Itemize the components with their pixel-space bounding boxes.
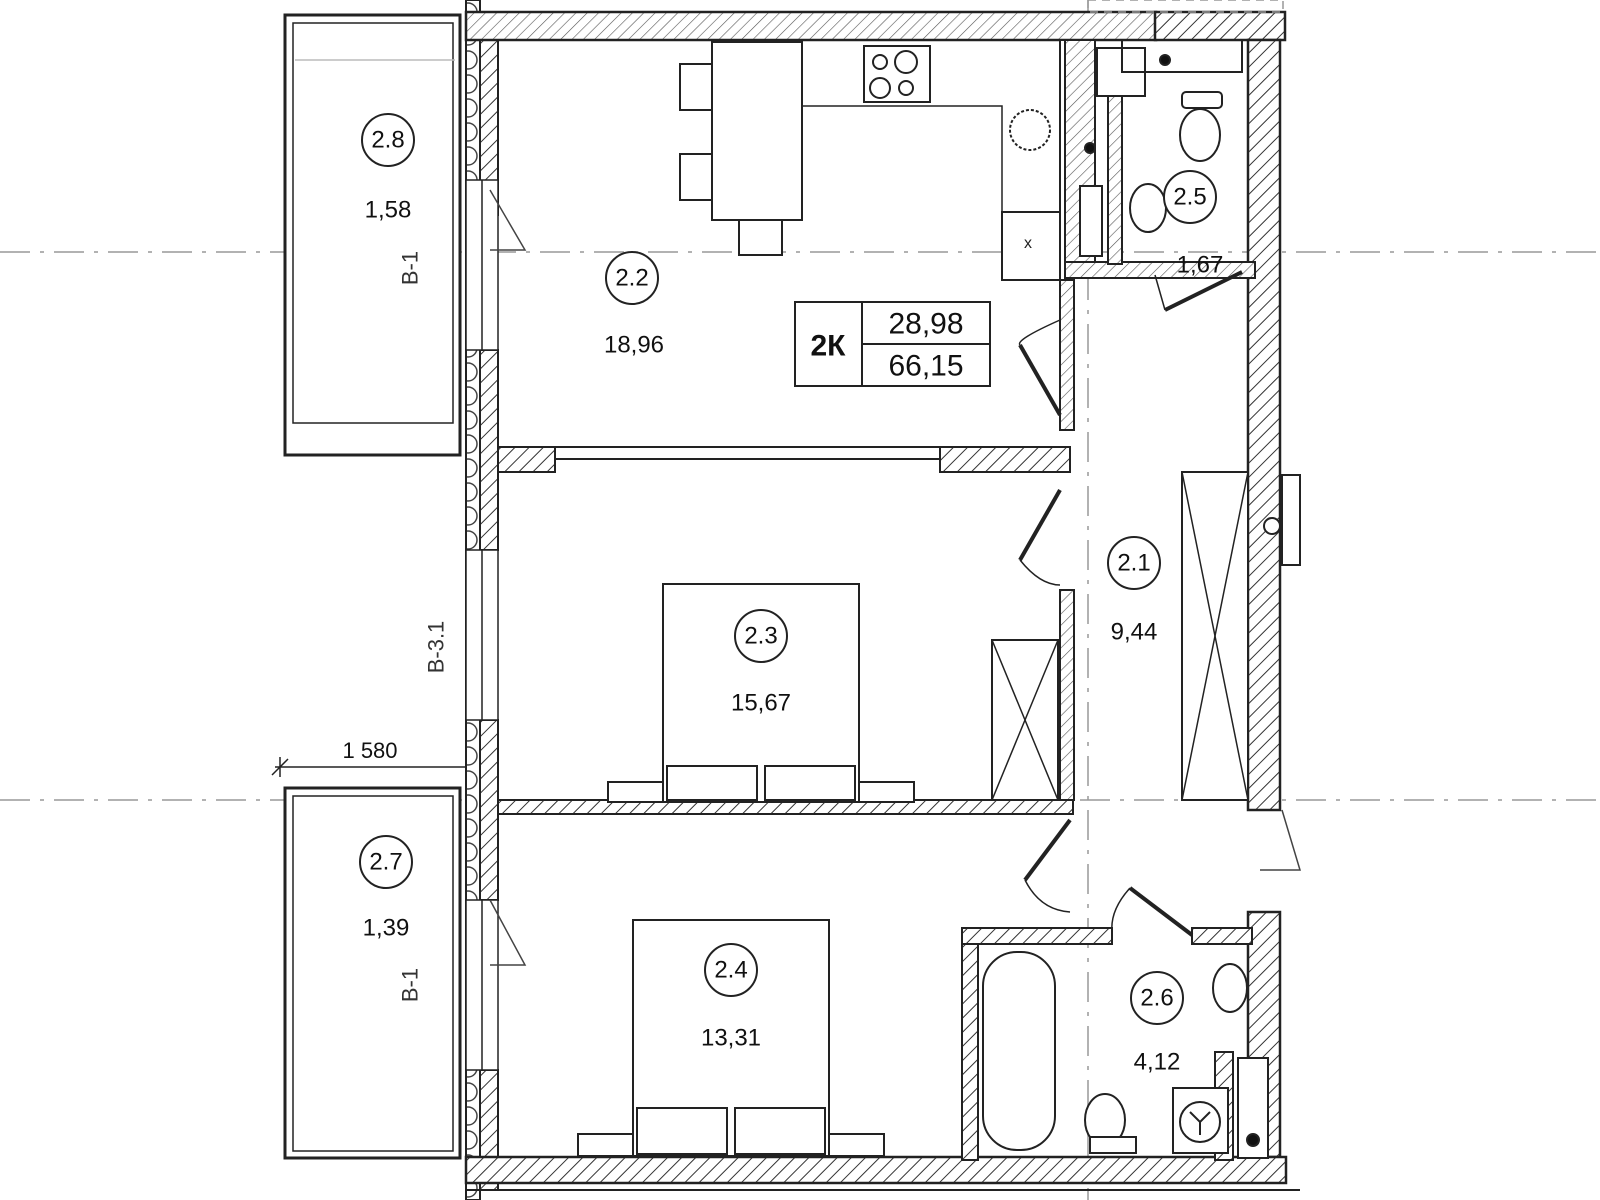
svg-text:2.7: 2.7 <box>369 849 402 876</box>
dining-table <box>711 41 803 221</box>
doors <box>1018 270 1243 937</box>
dimension-line: 1 580 <box>271 738 465 777</box>
svg-text:2.8: 2.8 <box>371 127 404 154</box>
svg-text:2.4: 2.4 <box>714 957 747 984</box>
svg-text:x: x <box>1024 235 1032 252</box>
balcony-2-8 <box>283 13 462 457</box>
svg-text:13,31: 13,31 <box>701 1025 761 1052</box>
svg-text:18,96: 18,96 <box>604 332 664 359</box>
total-area: 66,15 <box>888 350 963 383</box>
room-label-2-5: 2.5 1,67 <box>1163 170 1224 279</box>
wc-fixtures <box>1079 39 1243 257</box>
fridge <box>1001 211 1061 281</box>
living-area: 28,98 <box>888 308 963 341</box>
bathroom-fixtures <box>982 951 1269 1159</box>
svg-text:1,39: 1,39 <box>363 915 410 942</box>
washbasin-icon <box>1212 963 1248 1013</box>
svg-text:2.2: 2.2 <box>615 265 648 292</box>
svg-text:2.1: 2.1 <box>1117 550 1150 577</box>
svg-text:2.5: 2.5 <box>1173 184 1206 211</box>
dimension-label: 1 580 <box>342 738 397 763</box>
exterior-wall-left <box>465 0 527 1200</box>
bed-2-3 <box>607 583 1059 803</box>
svg-text:15,67: 15,67 <box>731 690 791 717</box>
room-label-2-1: 2.1 9,44 <box>1107 536 1161 646</box>
balcony-marker-top: В-1 <box>398 251 423 285</box>
svg-text:1,67: 1,67 <box>1177 252 1224 279</box>
balcony-marker-middle: В-3.1 <box>424 621 449 674</box>
room-label-2-2: 2.2 18,96 <box>604 251 664 359</box>
exterior-wall-bottom <box>464 1155 1300 1191</box>
room-label-2-6: 2.6 4,12 <box>1130 971 1184 1076</box>
room-label-2-4: 2.4 13,31 <box>701 943 761 1052</box>
room-label-2-8: 2.8 1,58 <box>361 113 415 224</box>
apartment-type: 2К <box>811 330 847 363</box>
kitchen-furniture: x <box>679 41 1061 281</box>
svg-text:2.3: 2.3 <box>744 623 777 650</box>
room-label-2-3: 2.3 15,67 <box>731 609 791 717</box>
exterior-wall-right <box>1246 38 1302 1159</box>
svg-text:9,44: 9,44 <box>1111 619 1158 646</box>
exterior-wall-top <box>464 0 1287 42</box>
balcony-marker-bottom: В-1 <box>398 968 423 1002</box>
svg-text:1,58: 1,58 <box>365 197 412 224</box>
svg-text:2.6: 2.6 <box>1140 985 1173 1012</box>
bathtub-icon <box>982 951 1056 1151</box>
apartment-summary: 2К 28,98 66,15 <box>794 301 991 387</box>
svg-text:4,12: 4,12 <box>1134 1049 1181 1076</box>
interior-walls <box>497 39 1256 1161</box>
room-label-2-7: 2.7 1,39 <box>359 835 413 942</box>
sink-icon <box>1009 109 1051 151</box>
hallway-wardrobe <box>1181 471 1249 801</box>
